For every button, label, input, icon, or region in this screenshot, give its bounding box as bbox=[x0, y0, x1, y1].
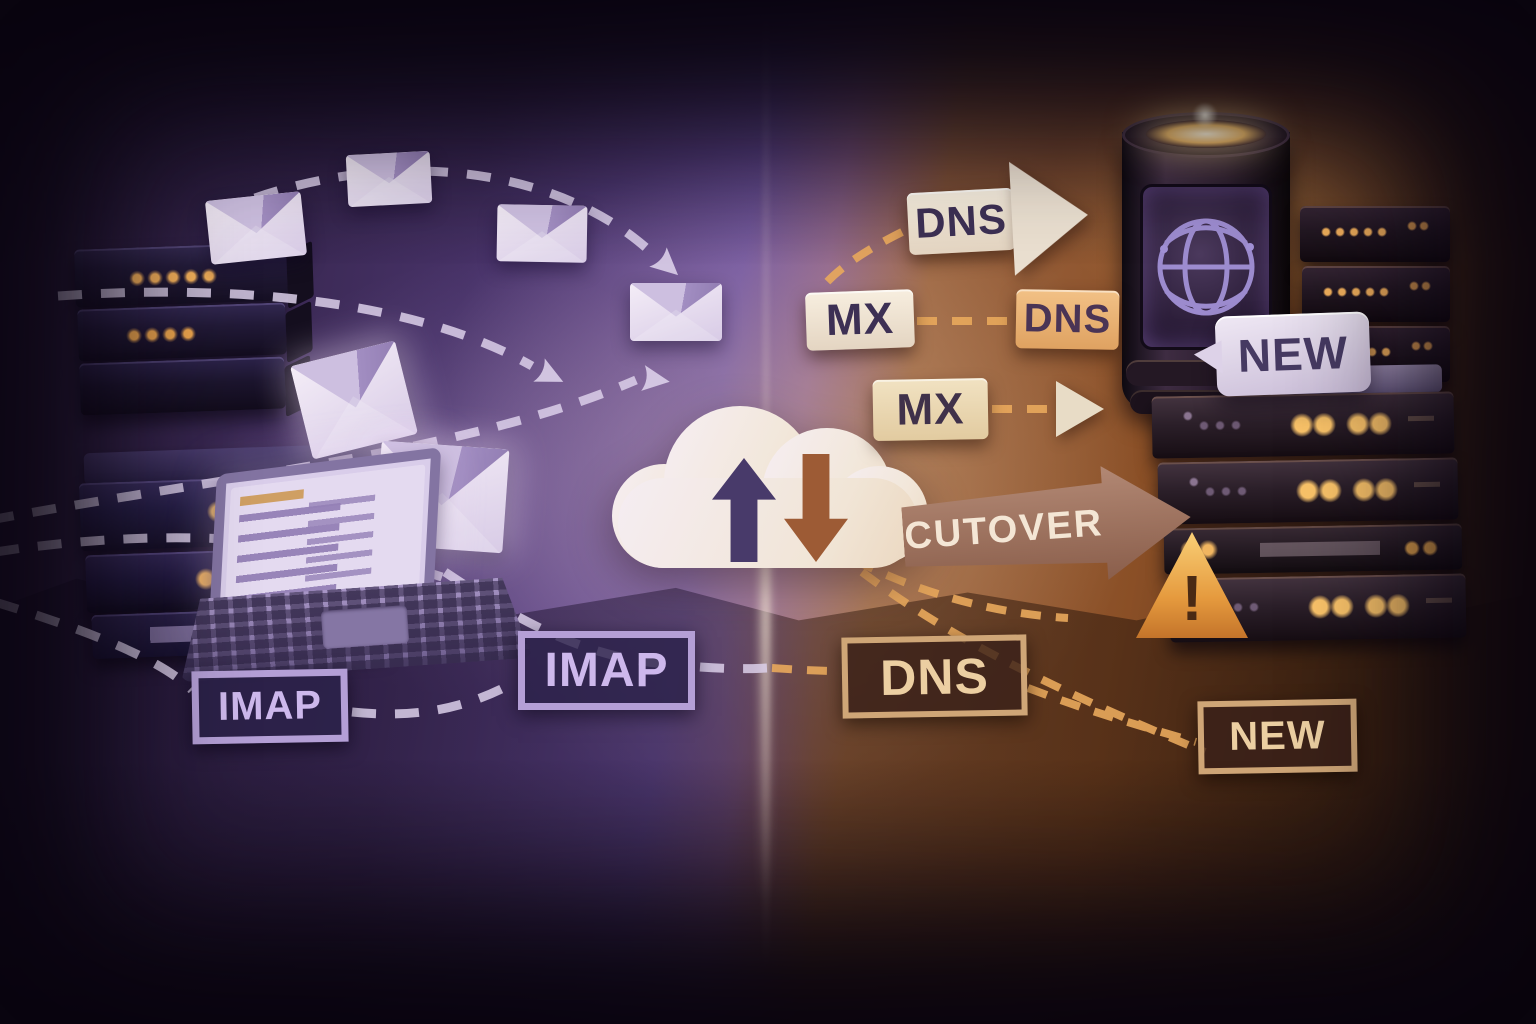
imap-label-center: IMAP bbox=[518, 631, 695, 710]
imap-label-left: IMAP bbox=[191, 668, 349, 745]
new-badge-label: NEW bbox=[1236, 326, 1350, 382]
cutover-label: CUTOVER bbox=[903, 501, 1105, 558]
new-label-bottom: NEW bbox=[1197, 698, 1358, 775]
mx-label-upper: MX bbox=[805, 289, 915, 351]
new-server-unit bbox=[1157, 457, 1459, 525]
envelope-icon bbox=[630, 283, 722, 341]
dns-arrow-head bbox=[1009, 157, 1091, 276]
laptop-touchpad bbox=[320, 605, 410, 649]
light-spark bbox=[1192, 102, 1218, 128]
mx-label-lower: MX bbox=[872, 378, 989, 441]
badge-tail bbox=[1193, 340, 1223, 375]
cloud-sync-icon bbox=[612, 402, 928, 568]
mx-arrow-head bbox=[1056, 381, 1104, 437]
envelope-icon bbox=[496, 204, 588, 263]
dns-label-bottom: DNS bbox=[841, 634, 1028, 719]
envelope-icon bbox=[204, 191, 308, 265]
new-server-unit bbox=[1151, 391, 1455, 459]
new-server-unit bbox=[1300, 206, 1450, 262]
dns-arrow-label: DNS bbox=[906, 187, 1016, 256]
envelope-icon bbox=[345, 150, 433, 208]
dns-arrow: DNS bbox=[905, 155, 1111, 283]
light-beam bbox=[758, 545, 772, 905]
new-badge: NEW bbox=[1193, 311, 1372, 397]
warning-exclamation: ! bbox=[1181, 562, 1203, 634]
globe-icon bbox=[1157, 218, 1255, 316]
dns-label-mid: DNS bbox=[1015, 289, 1120, 350]
